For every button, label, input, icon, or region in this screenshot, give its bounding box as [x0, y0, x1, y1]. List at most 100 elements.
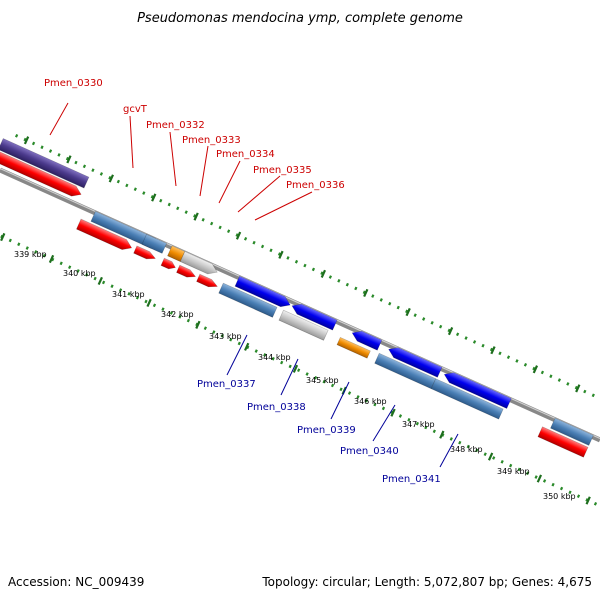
gene-arrow[interactable]	[0, 150, 83, 200]
track-dot	[186, 318, 191, 323]
track-dot	[116, 179, 120, 184]
gene-arrow[interactable]	[133, 245, 157, 262]
track-dot	[396, 305, 400, 310]
gene-arrow[interactable]	[218, 282, 278, 318]
track-tick	[244, 342, 250, 351]
tick-label: 339 kbp	[14, 250, 47, 259]
gene-arrow[interactable]	[430, 378, 504, 420]
track-dot	[133, 187, 137, 192]
gene-arrow[interactable]	[0, 138, 90, 189]
track-dot	[40, 145, 44, 150]
tick-label: 348 kbp	[450, 445, 483, 454]
track-dot	[288, 364, 292, 369]
tick-label: 345 kbp	[306, 376, 339, 385]
track-dot	[57, 153, 61, 157]
gene-label[interactable]: Pmen_0339	[297, 425, 356, 436]
gene-arrow[interactable]	[386, 344, 443, 378]
gene-label[interactable]: Pmen_0335	[253, 165, 312, 176]
gene-label[interactable]: Pmen_0340	[340, 446, 399, 457]
track-tick	[278, 250, 284, 259]
gene-labels: Pmen_0330 gcvT Pmen_0332 Pmen_0333 Pmen_…	[44, 78, 441, 485]
track-dot	[212, 330, 216, 334]
tick-label: 340 kbp	[63, 269, 96, 278]
gene-arrow[interactable]	[196, 273, 219, 290]
track-dot	[34, 250, 38, 254]
track-dot	[483, 452, 487, 456]
gene-arrow[interactable]	[442, 369, 512, 409]
accession-text: Accession: NC_009439	[8, 575, 144, 589]
gene-label[interactable]: Pmen_0336	[286, 180, 345, 191]
track-tick	[487, 452, 494, 461]
gene-arrow[interactable]	[76, 218, 133, 253]
track-dot	[549, 374, 553, 379]
gene-arrow[interactable]	[278, 309, 329, 341]
track-dot	[523, 362, 528, 367]
track-dot	[42, 253, 46, 258]
tick-label: 341 kbp	[112, 290, 145, 299]
track-dot	[422, 317, 426, 321]
track-dot	[455, 332, 460, 337]
track-dot	[85, 272, 89, 277]
track-dot	[220, 334, 224, 338]
track-dot	[210, 221, 214, 226]
track-dot	[593, 501, 598, 506]
gene-label[interactable]: Pmen_0333	[182, 135, 241, 146]
track-dot	[345, 282, 349, 287]
gene-arrow[interactable]	[336, 336, 371, 359]
track-tick	[195, 320, 201, 329]
track-dot	[330, 383, 335, 388]
gene-arrow[interactable]	[537, 426, 589, 458]
track-dot	[271, 356, 275, 361]
track-dot	[142, 191, 146, 195]
gene-arrow[interactable]	[350, 328, 383, 351]
label-leaders	[49, 102, 459, 468]
track-dot	[280, 360, 284, 365]
track-dot	[430, 320, 434, 325]
gene-features	[0, 138, 594, 458]
gene-label[interactable]: Pmen_0332	[146, 120, 205, 131]
track-dot	[337, 279, 341, 283]
track-dot	[407, 417, 411, 422]
track-dot	[25, 246, 29, 250]
gene-arrow[interactable]	[234, 275, 292, 310]
track-dot	[347, 391, 352, 395]
track-tick	[363, 288, 369, 298]
gene-label[interactable]: Pmen_0338	[247, 402, 306, 413]
track-dot	[101, 280, 106, 285]
tick-labels: 339 kbp 340 kbp 341 kbp 342 kbp 343 kbp …	[14, 250, 576, 501]
track-dot	[226, 229, 231, 234]
gene-arrow[interactable]	[160, 257, 177, 271]
gene-label[interactable]: Pmen_0330	[44, 78, 103, 89]
gene-arrow[interactable]	[176, 264, 197, 280]
track-dot	[354, 286, 358, 291]
track-tick	[292, 364, 299, 373]
track-dot	[371, 294, 375, 298]
track-tick	[235, 231, 242, 240]
track-dot	[8, 238, 12, 243]
gene-arrow[interactable]	[179, 251, 219, 278]
gene-label[interactable]: Pmen_0334	[216, 149, 275, 160]
track-dot	[68, 265, 72, 269]
track-tick	[490, 346, 496, 355]
track-dot	[178, 314, 182, 319]
track-dot	[381, 406, 386, 411]
track-dot	[305, 372, 309, 376]
gene-label[interactable]: Pmen_0341	[382, 474, 441, 485]
track-dot	[568, 490, 572, 495]
track-dot	[252, 240, 256, 245]
track-dot	[127, 292, 131, 296]
track-dot	[492, 456, 496, 460]
gene-arrow[interactable]	[141, 233, 167, 254]
track-dot	[458, 440, 462, 445]
gene-arrow[interactable]	[550, 417, 594, 446]
track-dot	[237, 341, 241, 346]
track-dot	[472, 340, 477, 344]
track-dot	[263, 353, 267, 357]
track-dot	[167, 202, 171, 207]
gene-label[interactable]: gcvT	[123, 104, 148, 115]
gene-arrow[interactable]	[290, 301, 338, 331]
gene-label[interactable]: Pmen_0337	[197, 379, 256, 390]
track-dot	[152, 303, 157, 308]
track-tick	[447, 327, 454, 336]
track-dot	[203, 326, 207, 331]
